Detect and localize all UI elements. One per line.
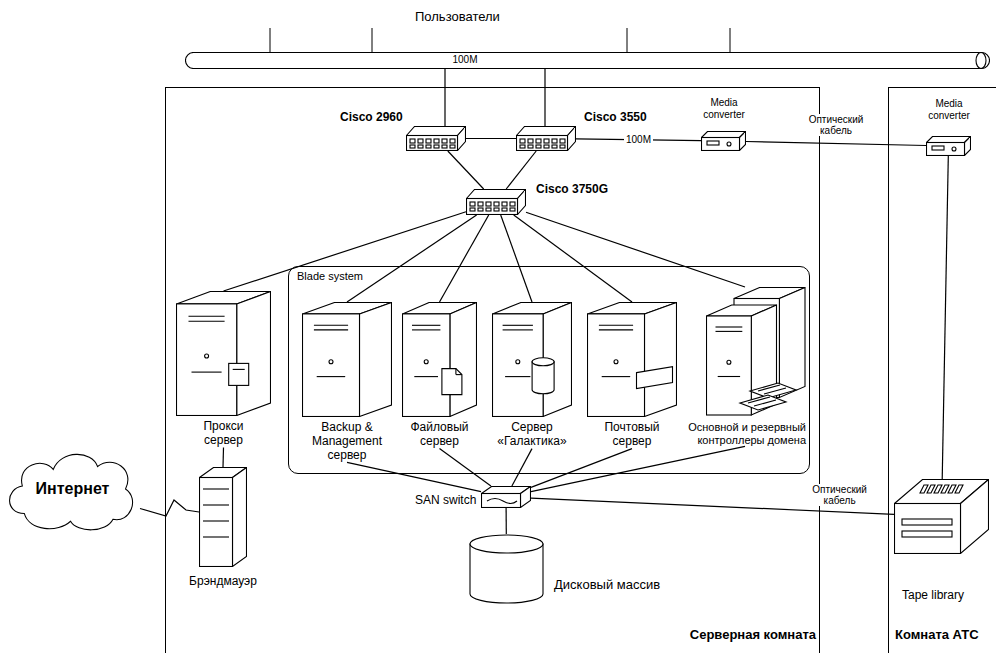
core-switch: Cisco 3750G [466,189,526,215]
mail-server: Почтовый сервер [587,302,677,449]
tape-icon [894,479,989,554]
mc-icon [701,131,746,151]
connector-line [224,212,467,291]
connector-line [501,215,532,302]
fw-shape [199,467,247,571]
domain-controllers: Основной и резервный контроллеры домена [684,287,806,446]
server-icon [492,302,572,417]
server-shape [587,302,677,421]
node-label: Пользователи [415,10,500,25]
media-converter: Media converter [926,136,971,156]
file-server: Файловый сервер [402,302,477,449]
server-shape [402,302,477,421]
internet-cloud: Интернет [5,445,140,533]
tape-shape [894,479,989,558]
mc-shape [926,136,971,160]
server-shape [302,302,392,421]
mc-shape [701,131,746,155]
connector-line [140,500,199,516]
san-switch: SAN switch [481,486,531,508]
switch-icon [466,189,526,215]
connector-line [448,151,484,189]
san-shape [481,486,531,512]
node-label: Cisco 3550 [584,111,647,125]
server-icon [302,302,392,417]
node-label: Media converter [918,98,980,121]
node-label: Файловый сервер [402,421,477,449]
node-label: Backup & Management сервер [302,421,392,462]
dc-icon [706,287,806,417]
connector-line [347,215,477,302]
tape-library: Tape library [894,479,989,554]
edge-label: 100M [624,134,653,145]
disk-array: Дисковый массив [469,534,544,604]
server-room: Серверная комнатаCisco 2960Cisco 3550Med… [165,87,820,653]
node-label: Cisco 2960 [340,111,403,125]
disk-shape [469,534,544,608]
node-label: Основной и резервный контроллеры домена [684,421,806,446]
users-bus: Пользователи100M [185,52,990,69]
disk-icon [469,534,544,604]
mc-icon [926,136,971,156]
node-label: Прокси сервер [194,420,254,448]
connector-line [506,151,536,189]
server-shape [176,291,271,420]
server-icon [587,302,677,417]
network-switch: Cisco 2960 [406,126,466,151]
switch-shape [516,126,576,155]
connector-line [544,69,545,126]
dc-shape [706,287,806,421]
connector-line [526,212,745,287]
fw-icon [199,467,247,567]
node-label: 100M [445,54,485,66]
pbx-room: Комната АТС Media converterTape library [888,87,996,653]
tube-shape [185,52,990,73]
media-converter: Media converter [701,131,746,151]
node-label: SAN switch [415,494,476,508]
connector-line [512,449,532,486]
connector-line [746,142,926,146]
san-icon [481,486,531,508]
node-label: Cisco 3750G [536,183,608,197]
connector-line [440,449,491,486]
server-icon [176,291,271,416]
node-label: Брэндмауэр [179,575,267,589]
connector-line [347,462,481,491]
connector-line [466,138,516,139]
backup-server: Backup & Management сервер [302,302,392,462]
connector-line [444,69,445,126]
proxy-server: Прокси сервер [176,291,271,448]
erp-server: Сервер «Галактика» [492,302,572,449]
connector-line [222,448,224,467]
server-icon [402,302,477,417]
connector-line [506,508,507,534]
node-label: Media converter [689,97,759,120]
switch-shape [466,189,526,219]
node-label: Комната АТС [895,628,979,643]
node-label: Сервер «Галактика» [492,421,572,449]
switch-icon [406,126,466,151]
connector-line [440,215,489,302]
connector-line [531,446,745,491]
switch-shape [406,126,466,155]
server-shape [492,302,572,421]
node-label: Серверная комната [636,628,816,643]
tube-icon [185,52,990,69]
node-label: Дисковый массив [554,578,660,593]
switch-icon [516,126,576,151]
network-switch: Cisco 3550 [516,126,576,151]
edge-label: Оптический кабель [806,114,866,136]
node-label: Tape library [902,589,964,603]
node-label: Интернет [5,445,140,533]
blade-system: Blade systemBackup & Management сервер Фа… [288,266,810,474]
node-label: Почтовый сервер [587,421,677,449]
firewall: Брэндмауэр [199,467,247,567]
edge-label: Оптический кабель [810,484,870,506]
node-label: Blade system [295,270,365,283]
connector-line [942,156,948,479]
